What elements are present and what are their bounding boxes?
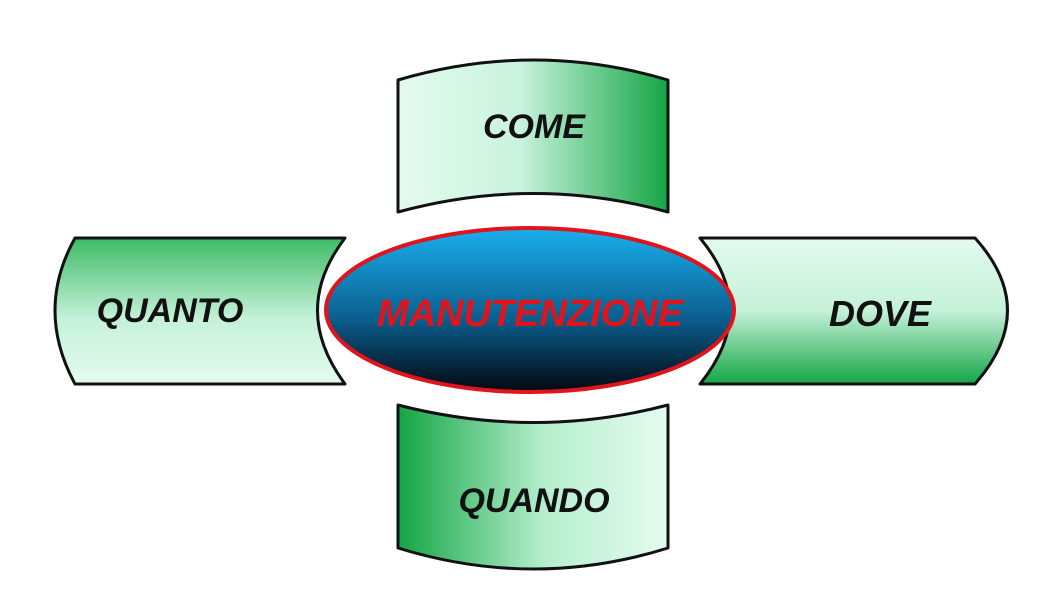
right-label: DOVE	[829, 293, 932, 334]
bottom-label: QUANDO	[458, 482, 609, 520]
center-ellipse	[324, 226, 736, 394]
top-cylinder	[396, 58, 670, 214]
top-label: COME	[483, 108, 586, 146]
bottom-cylinder	[396, 403, 670, 571]
left-cylinder	[53, 236, 347, 386]
center-label: MANUTENZIONE	[377, 293, 685, 335]
left-label: QUANTO	[97, 292, 244, 330]
